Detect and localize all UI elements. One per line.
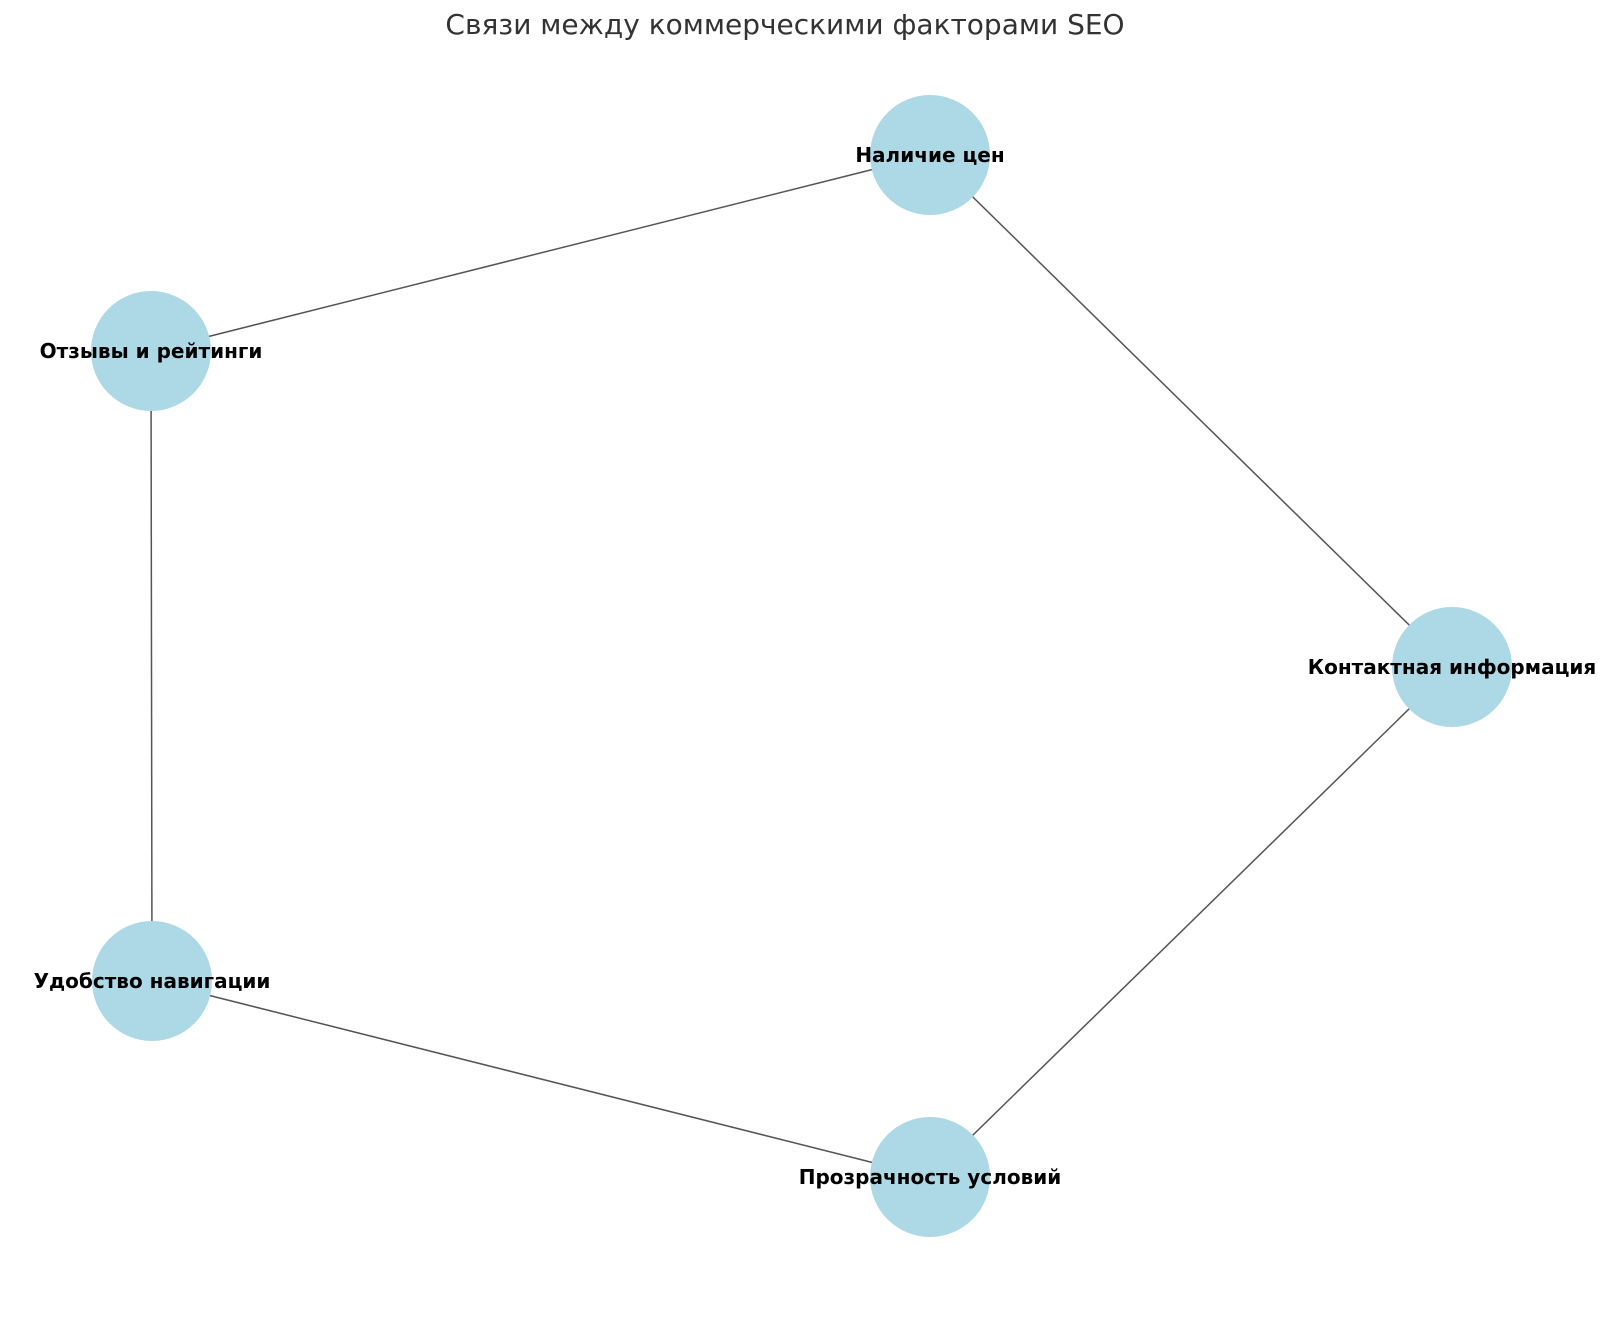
- graph-edge: [150, 350, 153, 982]
- graph-node-reviews[interactable]: [91, 291, 211, 411]
- page-title: Связи между коммерческими факторами SEO: [445, 8, 1125, 41]
- graph-edge: [151, 980, 931, 1178]
- graph-edge: [929, 154, 1453, 668]
- nodes-layer: [91, 95, 1512, 1237]
- edges-layer: [150, 154, 1453, 1178]
- graph-edge: [929, 666, 1453, 1178]
- graph-node-prices[interactable]: [870, 95, 990, 215]
- graph-node-navigation[interactable]: [92, 921, 212, 1041]
- graph-edge: [150, 154, 931, 352]
- graph-node-terms[interactable]: [870, 1117, 990, 1237]
- graph-node-contacts[interactable]: [1392, 607, 1512, 727]
